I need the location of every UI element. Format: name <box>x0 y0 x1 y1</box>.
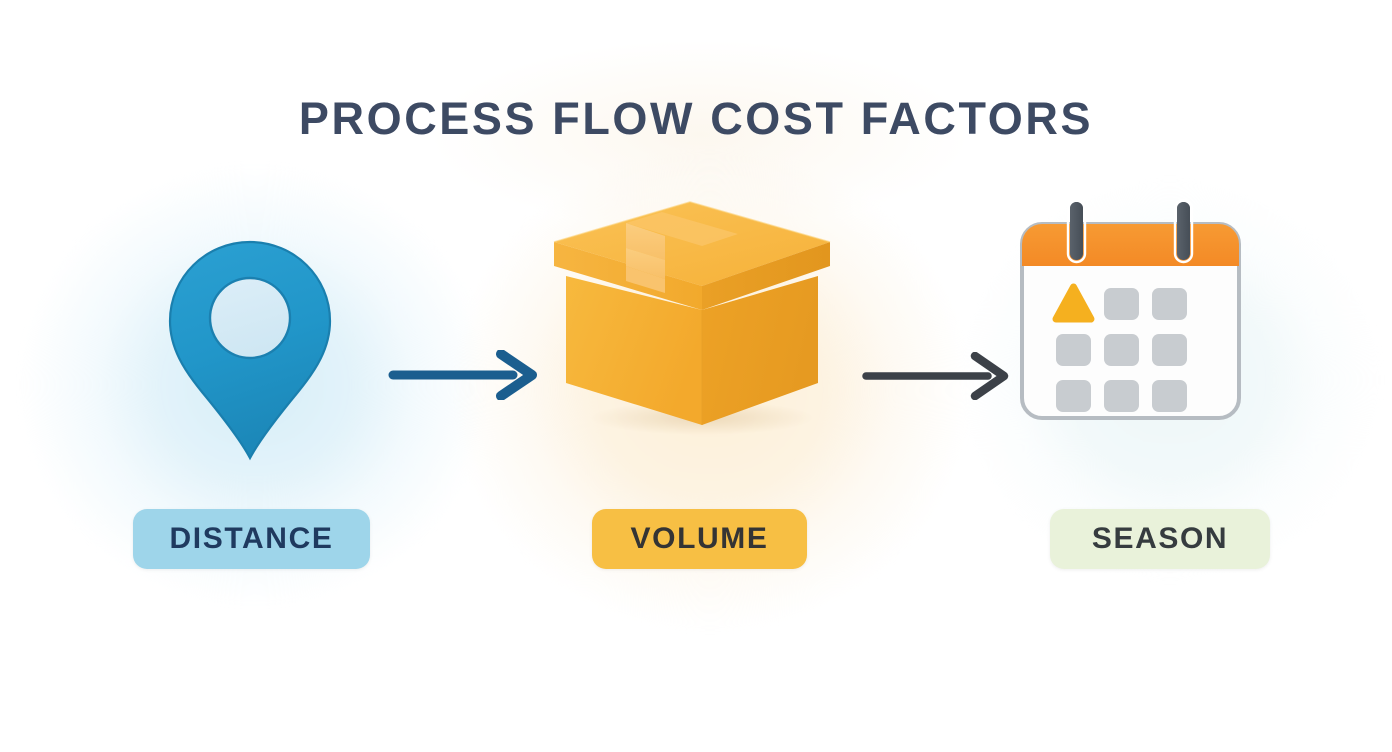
calendar-marker-triangle <box>1052 283 1095 323</box>
step-label-volume[interactable]: VOLUME <box>592 509 807 569</box>
flow-step-volume[interactable]: VOLUME <box>530 180 870 600</box>
flow-step-distance[interactable]: DISTANCE <box>80 180 420 600</box>
step-label-distance[interactable]: DISTANCE <box>133 509 370 569</box>
package-box-icon <box>553 201 831 435</box>
arrow-right-icon-1 <box>388 350 537 400</box>
step-label-season[interactable]: SEASON <box>1050 509 1270 569</box>
map-pin-icon <box>168 240 332 461</box>
page-title: PROCESS FLOW COST FACTORS <box>298 93 1094 144</box>
flow-step-season[interactable]: SEASON <box>1000 180 1340 600</box>
arrow-right-icon-2 <box>862 352 1009 400</box>
calendar-icon <box>1020 198 1241 420</box>
